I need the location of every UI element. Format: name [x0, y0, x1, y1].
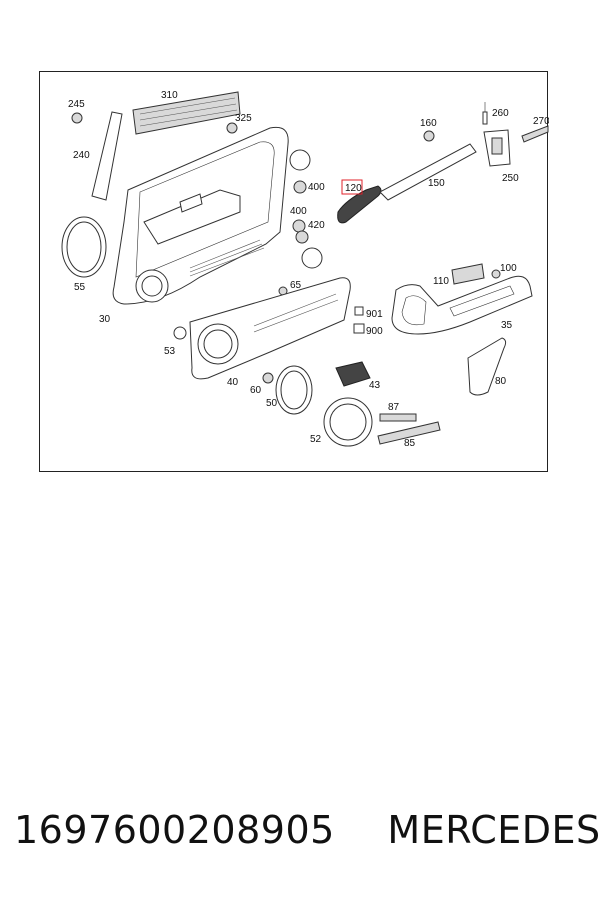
parts-diagram: 310 245 240 325 30 55 400 400 420 65 53 … — [39, 71, 549, 472]
callout-901: 901 — [366, 309, 383, 320]
part-100-screw — [491, 269, 501, 279]
callout-52: 52 — [310, 434, 322, 445]
part-400-clip-upper — [289, 149, 311, 171]
callout-50: 50 — [266, 398, 278, 409]
callout-240: 240 — [73, 150, 90, 161]
callout-900: 900 — [366, 326, 383, 337]
callout-310: 310 — [161, 90, 178, 101]
part-87-emblem — [379, 413, 417, 422]
callout-35: 35 — [501, 320, 513, 331]
part-900-socket — [353, 323, 365, 334]
part-30-armrest — [143, 189, 241, 245]
callout-420: 420 — [308, 220, 325, 231]
part-420-clip — [295, 230, 309, 244]
part-325-screw — [226, 122, 238, 134]
part-400-clip-upper-small — [293, 180, 307, 194]
callout-110: 110 — [433, 276, 449, 287]
part-150-trim-strip — [379, 143, 477, 201]
part-245-clip — [71, 112, 83, 124]
callout-65: 65 — [290, 280, 302, 291]
part-43-switch — [335, 361, 371, 387]
callout-250: 250 — [502, 173, 519, 184]
callout-55: 55 — [74, 282, 86, 293]
callout-60: 60 — [250, 385, 262, 396]
part-number: 1697600208905 — [14, 808, 335, 852]
part-310-grille — [132, 91, 241, 135]
part-110-switch-panel — [451, 263, 485, 285]
part-400-clip-lower — [292, 219, 306, 233]
callout-245: 245 — [68, 99, 85, 110]
part-260-screw — [482, 111, 488, 125]
part-270-bolt — [521, 125, 549, 143]
part-53-plug — [173, 326, 187, 340]
callout-160: 160 — [420, 118, 437, 129]
exploded-view-drawing: 310 245 240 325 30 55 400 400 420 65 53 … — [61, 90, 549, 449]
callout-85: 85 — [404, 438, 416, 449]
callout-30: 30 — [99, 314, 111, 325]
callout-400-b: 400 — [290, 206, 307, 217]
part-80-cover — [467, 337, 507, 396]
part-420-cover — [301, 247, 323, 269]
brand-name: MERCEDES — [387, 808, 600, 852]
part-160-clip — [423, 130, 435, 142]
callout-120-highlight-box — [341, 179, 363, 195]
product-caption: 1697600208905 MERCEDES — [14, 808, 600, 858]
callout-40: 40 — [227, 377, 239, 388]
callout-325: 325 — [235, 113, 252, 124]
callout-260: 260 — [492, 108, 509, 119]
callout-270: 270 — [533, 116, 549, 127]
part-120-door-handle — [337, 185, 382, 224]
callout-150: 150 — [428, 178, 445, 189]
part-240-trim — [91, 111, 123, 201]
callout-120: 120 — [345, 183, 362, 194]
callout-87: 87 — [388, 402, 400, 413]
part-85-emblem — [377, 421, 441, 445]
callout-100: 100 — [500, 263, 517, 274]
part-30-handle-recess — [179, 193, 203, 213]
callout-80: 80 — [495, 376, 507, 387]
callout-53: 53 — [164, 346, 176, 357]
callout-400-a: 400 — [308, 182, 325, 193]
callout-43: 43 — [369, 380, 381, 391]
part-60-clip — [262, 372, 274, 384]
part-901-bulb — [354, 306, 364, 316]
